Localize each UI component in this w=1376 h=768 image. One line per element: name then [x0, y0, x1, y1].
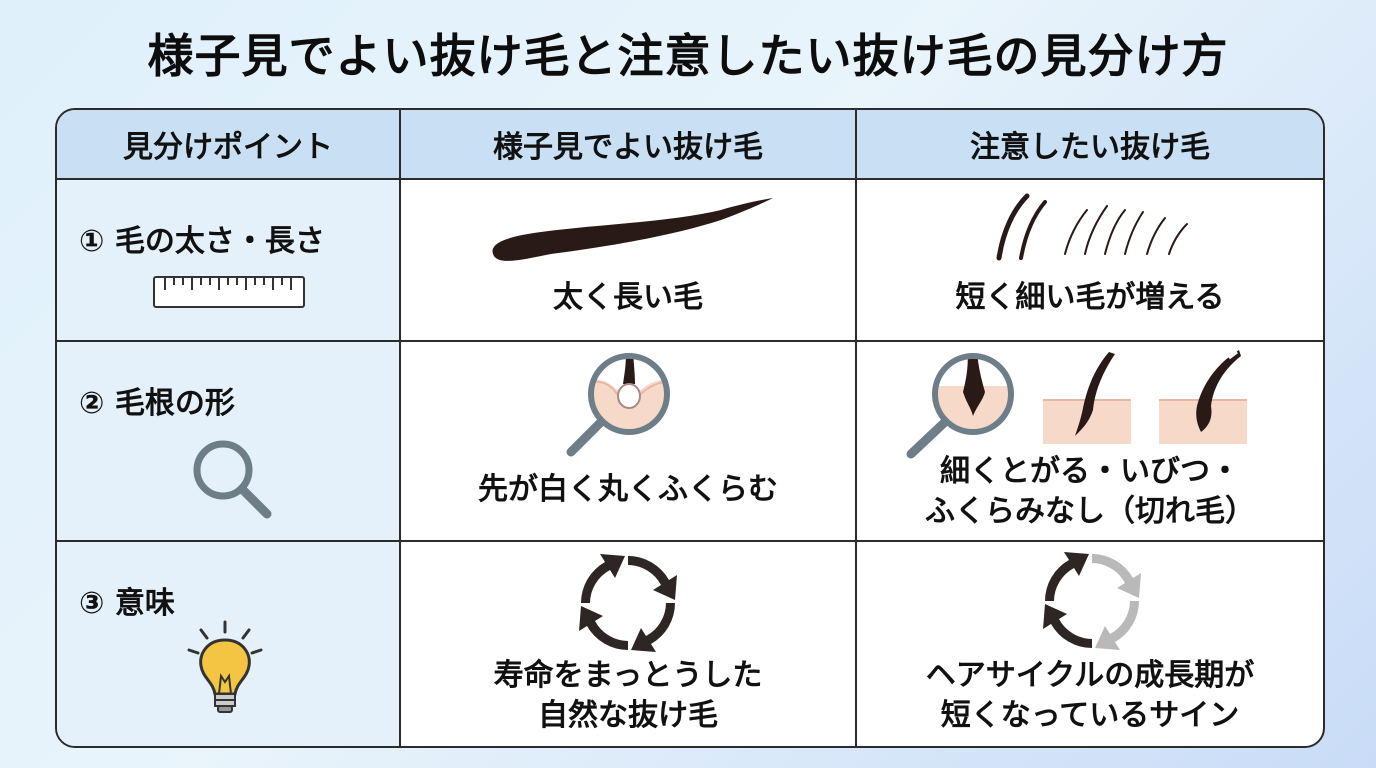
- caption-ok-thickness: 太く長い毛: [553, 280, 703, 315]
- lightbulb-icon: [187, 620, 263, 713]
- row-ok-root: 先が白く丸くふくらむ: [401, 342, 857, 542]
- partial-cycle-arrows-icon: [1043, 552, 1141, 650]
- short-thin-hairs-icon: [996, 193, 1188, 261]
- header-point: 見分けポイント: [57, 110, 401, 180]
- row-ok-thickness: 太く長い毛: [401, 180, 857, 342]
- full-cycle-arrows-icon: [579, 554, 677, 652]
- pointed-root-icons: [906, 350, 1247, 459]
- row-point-thickness: ① 毛の太さ・長さ: [57, 180, 401, 342]
- header-ok: 様子見でよい抜け毛: [401, 110, 857, 180]
- row-label: ③ 意味: [79, 586, 175, 621]
- row-point-root: ② 毛根の形: [57, 342, 401, 542]
- caption-caution-thickness: 短く細い毛が増える: [955, 280, 1225, 315]
- header-caution: 注意したい抜け毛: [857, 110, 1323, 180]
- ruler-icon: [153, 276, 305, 308]
- row-label: ① 毛の太さ・長さ: [79, 224, 325, 259]
- row-caution-root: 細くとがる・いびつ・ ふくらみなし（切れ毛）: [857, 342, 1323, 542]
- magnifier-icon: [193, 440, 272, 519]
- caption-ok-root: 先が白く丸くふくらむ: [478, 472, 778, 507]
- row-ok-meaning: 寿命をまっとうした 自然な抜け毛: [401, 542, 857, 746]
- row-caution-meaning: ヘアサイクルの成長期が 短くなっているサイン: [857, 542, 1323, 746]
- row-point-meaning: ③ 意味: [57, 542, 401, 746]
- caption-ok-meaning: 寿命をまっとうした 自然な抜け毛: [493, 658, 763, 733]
- comparison-table: 見分けポイント 様子見でよい抜け毛 注意したい抜け毛 ① 毛の太さ・長さ 太く長…: [55, 108, 1325, 748]
- round-root-magnified-icon: [566, 353, 670, 457]
- thick-long-hair-icon: [492, 198, 773, 261]
- page-title: 様子見でよい抜け毛と注意したい抜け毛の見分け方: [147, 29, 1229, 83]
- caption-caution-meaning: ヘアサイクルの成長期が 短くなっているサイン: [925, 658, 1255, 733]
- row-label: ② 毛根の形: [79, 386, 235, 421]
- row-caution-thickness: 短く細い毛が増える: [857, 180, 1323, 342]
- caption-caution-root: 細くとがる・いびつ・ ふくらみなし（切れ毛）: [925, 454, 1255, 529]
